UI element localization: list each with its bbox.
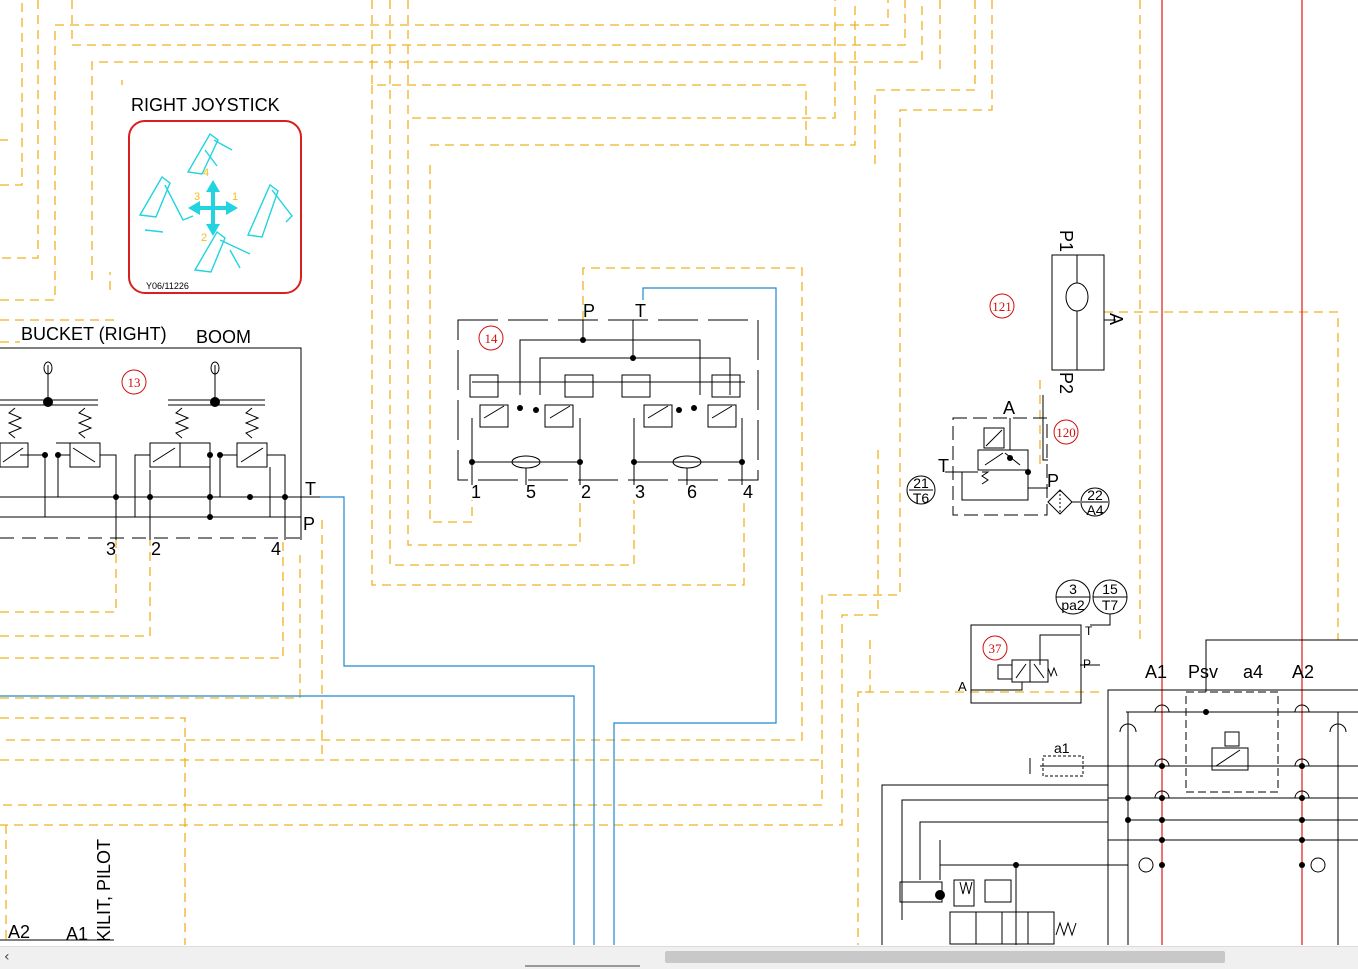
valve120-a: A <box>1003 398 1015 418</box>
label-kilit-pilot: KILIT, PILOT <box>94 839 114 942</box>
valve120-t: T <box>938 456 949 476</box>
ref-37 <box>982 635 1008 661</box>
joystick-title: RIGHT JOYSTICK <box>131 95 280 115</box>
valve14-port-1: 1 <box>471 482 481 502</box>
label-a1: A1 <box>66 924 88 944</box>
svg-text:14: 14 <box>485 331 499 346</box>
conn-t7: T7 <box>1102 597 1119 613</box>
tank-lines <box>0 287 777 945</box>
pilot-valve-13: BUCKET (RIGHT) BOOM 13 <box>0 324 320 559</box>
valve-14: 14 P T <box>457 301 759 502</box>
conn-pa2: pa2 <box>1061 597 1085 613</box>
boom-label: BOOM <box>196 327 251 347</box>
conn-15: 15 <box>1102 581 1118 597</box>
valve14-port-6: 6 <box>687 482 697 502</box>
valve37-p: P <box>1083 657 1091 671</box>
shuttle-valve-121: 121 P1 P2 A <box>989 230 1126 461</box>
ref-13 <box>121 369 147 395</box>
dir-4: 4 <box>203 167 209 179</box>
valve13-port-4: 4 <box>271 539 281 559</box>
ref-14 <box>478 325 504 351</box>
block-a4: a4 <box>1243 662 1263 682</box>
block-a1-small: a1 <box>1054 740 1070 756</box>
right-joystick: RIGHT JOYSTICK 1 2 3 4 Y06/11226 <box>128 95 302 294</box>
joystick-arrows-icon <box>188 180 238 236</box>
shuttle-p1: P1 <box>1056 230 1076 252</box>
chevron-left-icon[interactable]: ‹ <box>4 949 10 965</box>
svg-text:120: 120 <box>1056 425 1076 440</box>
svg-text:37: 37 <box>989 641 1003 656</box>
valve14-t: T <box>635 301 646 321</box>
valve14-port-4: 4 <box>743 482 753 502</box>
shuttle-a: A <box>1106 313 1126 325</box>
bucket-label: BUCKET (RIGHT) <box>21 324 167 344</box>
valve14-port-5: 5 <box>526 482 536 502</box>
joystick-frame <box>128 120 302 294</box>
valve13-port-2: 2 <box>151 539 161 559</box>
dir-1: 1 <box>232 191 238 203</box>
bottom-left-labels: A2 A1 KILIT, PILOT <box>0 839 114 944</box>
valve14-p: P <box>583 301 595 321</box>
svg-text:121: 121 <box>992 299 1012 314</box>
conn-21: 21 <box>913 475 929 491</box>
dir-3: 3 <box>194 191 200 203</box>
pilot-lines <box>0 0 1339 945</box>
conn-3: 3 <box>1069 581 1077 597</box>
label-a2: A2 <box>8 922 30 942</box>
valve14-port-2: 2 <box>581 482 591 502</box>
svg-text:13: 13 <box>128 375 141 390</box>
shuttle-p2: P2 <box>1056 372 1076 394</box>
valve37-a: A <box>958 679 967 694</box>
block-a2: A2 <box>1292 662 1314 682</box>
valve37-t: T <box>1085 624 1093 638</box>
dir-2: 2 <box>201 232 207 244</box>
conn-a4: A4 <box>1086 502 1103 518</box>
hydraulic-schematic: RIGHT JOYSTICK 1 2 3 4 Y06/11226 BUCKET … <box>0 0 1358 945</box>
valve13-port-3: 3 <box>106 539 116 559</box>
ref-120 <box>1053 419 1079 445</box>
horizontal-scrollbar[interactable]: ‹ <box>0 946 1358 969</box>
conn-22: 22 <box>1087 487 1103 503</box>
valve13-p: P <box>303 514 315 534</box>
pressure-lines <box>1161 0 1303 945</box>
joystick-code: Y06/11226 <box>146 281 189 291</box>
valve-37: 3 pa2 15 T7 37 T P A <box>958 579 1128 704</box>
ref-121 <box>989 293 1015 319</box>
block-psv: Psv <box>1188 662 1218 682</box>
valve-120: A 120 T P 21 T6 22 A4 <box>906 398 1110 518</box>
conn-t6: T6 <box>913 490 930 506</box>
valve14-port-3: 3 <box>635 482 645 502</box>
valve13-t: T <box>305 479 316 499</box>
joystick-motion-icon <box>138 132 293 273</box>
scrollbar-thumb[interactable] <box>665 951 1225 963</box>
valve120-p: P <box>1047 471 1059 491</box>
scroll-track-marker <box>525 965 640 967</box>
block-a1: A1 <box>1145 662 1167 682</box>
main-control-block: A1 Psv a4 A2 a1 <box>881 639 1358 945</box>
